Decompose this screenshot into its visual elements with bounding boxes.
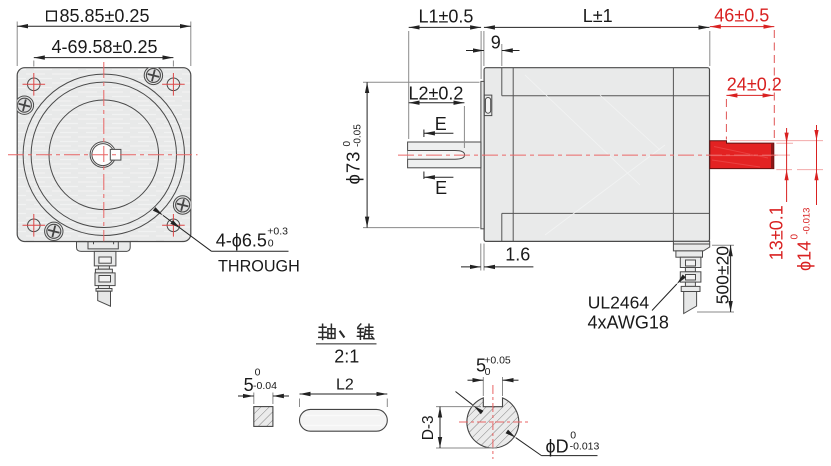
svg-text:0: 0 (268, 238, 274, 250)
svg-text:2:1: 2:1 (334, 347, 359, 367)
svg-text:0: 0 (342, 141, 353, 147)
svg-text:1.6: 1.6 (505, 244, 530, 264)
svg-text:-0.013: -0.013 (802, 208, 813, 235)
svg-text:UL2464: UL2464 (588, 292, 650, 312)
svg-text:ϕD: ϕD (546, 436, 569, 456)
svg-text:46±0.5: 46±0.5 (714, 6, 769, 26)
svg-text:E: E (435, 178, 447, 198)
svg-text:ϕ14: ϕ14 (795, 241, 815, 271)
svg-text:L2±0.2: L2±0.2 (409, 83, 464, 103)
svg-text:4-ϕ6.5: 4-ϕ6.5 (216, 230, 267, 250)
svg-text:500±20: 500±20 (713, 246, 733, 305)
svg-text:-0.013: -0.013 (570, 441, 600, 453)
svg-text:+0.3: +0.3 (267, 226, 288, 238)
svg-text:24±0.2: 24±0.2 (727, 74, 782, 94)
svg-text:4xAWG18: 4xAWG18 (588, 312, 669, 332)
svg-text:+0.05: +0.05 (484, 354, 511, 366)
svg-text:E: E (435, 114, 447, 134)
svg-text:9: 9 (491, 33, 501, 53)
svg-text:L2: L2 (336, 376, 354, 393)
svg-text:D-3: D-3 (420, 415, 437, 440)
svg-text:0: 0 (255, 367, 261, 379)
svg-text:0: 0 (570, 429, 576, 441)
svg-text:13±0.1: 13±0.1 (767, 205, 787, 260)
svg-text:0: 0 (790, 234, 801, 240)
svg-text:0: 0 (485, 366, 491, 378)
svg-text:5: 5 (244, 375, 254, 395)
svg-text:-0.05: -0.05 (353, 124, 364, 147)
svg-text:-0.04: -0.04 (253, 380, 277, 392)
svg-text:4-69.58±0.25: 4-69.58±0.25 (52, 37, 158, 57)
svg-text:L1±0.5: L1±0.5 (419, 7, 474, 27)
svg-text:5: 5 (476, 356, 486, 376)
svg-text:THROUGH: THROUGH (218, 257, 300, 275)
svg-text:ϕ73: ϕ73 (342, 151, 363, 185)
svg-text:85.85±0.25: 85.85±0.25 (60, 6, 150, 26)
svg-text:L±1: L±1 (583, 6, 613, 26)
